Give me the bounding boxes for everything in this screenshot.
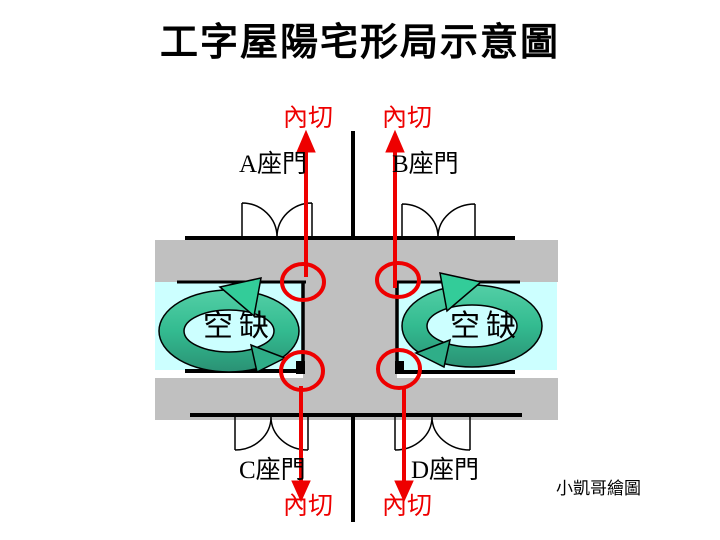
inner-corner-block-right <box>395 361 404 374</box>
page-title: 工字屋陽宅形局示意圖 <box>159 22 560 64</box>
building-top-wing <box>155 240 558 282</box>
label-inner-cut-top-right: 內切 <box>382 105 433 132</box>
label-door-b: B座門 <box>392 151 459 178</box>
down-arrow-icon-right <box>394 480 414 503</box>
cut-arrows <box>291 129 414 503</box>
rotation-big-arrowhead-icon <box>218 277 262 318</box>
door-a-swing-icon <box>241 202 313 238</box>
label-inner-cut-bottom-left: 內切 <box>283 493 334 520</box>
label-door-d: D座門 <box>411 457 480 484</box>
door-c-swing-icon <box>234 416 309 451</box>
down-arrow-icon-left <box>291 480 311 503</box>
door-b-swing-icon <box>401 203 476 238</box>
credit-text: 小凱哥繪圖 <box>556 479 641 498</box>
label-inner-cut-bottom-right: 內切 <box>382 493 433 520</box>
label-inner-cut-top-left: 內切 <box>283 105 334 132</box>
corner-circle-bottom-right-icon <box>376 348 422 390</box>
label-vacancy-left: 空缺 <box>203 310 275 343</box>
inner-corner-block-left <box>296 361 305 374</box>
label-door-c: C座門 <box>239 457 306 484</box>
door-d-swing-icon <box>394 416 471 451</box>
up-arrow-icon-right <box>385 129 405 153</box>
corner-circle-top-left-icon <box>280 262 326 302</box>
up-arrow-icon-left <box>296 129 316 153</box>
rotation-small-arrowhead-icon <box>249 343 287 374</box>
door-symbols <box>234 202 476 451</box>
label-vacancy-right: 空缺 <box>450 310 522 343</box>
corner-circle-top-right-icon <box>375 261 421 299</box>
rotation-flow-icon-left <box>158 277 300 374</box>
label-door-a: A座門 <box>239 151 308 178</box>
